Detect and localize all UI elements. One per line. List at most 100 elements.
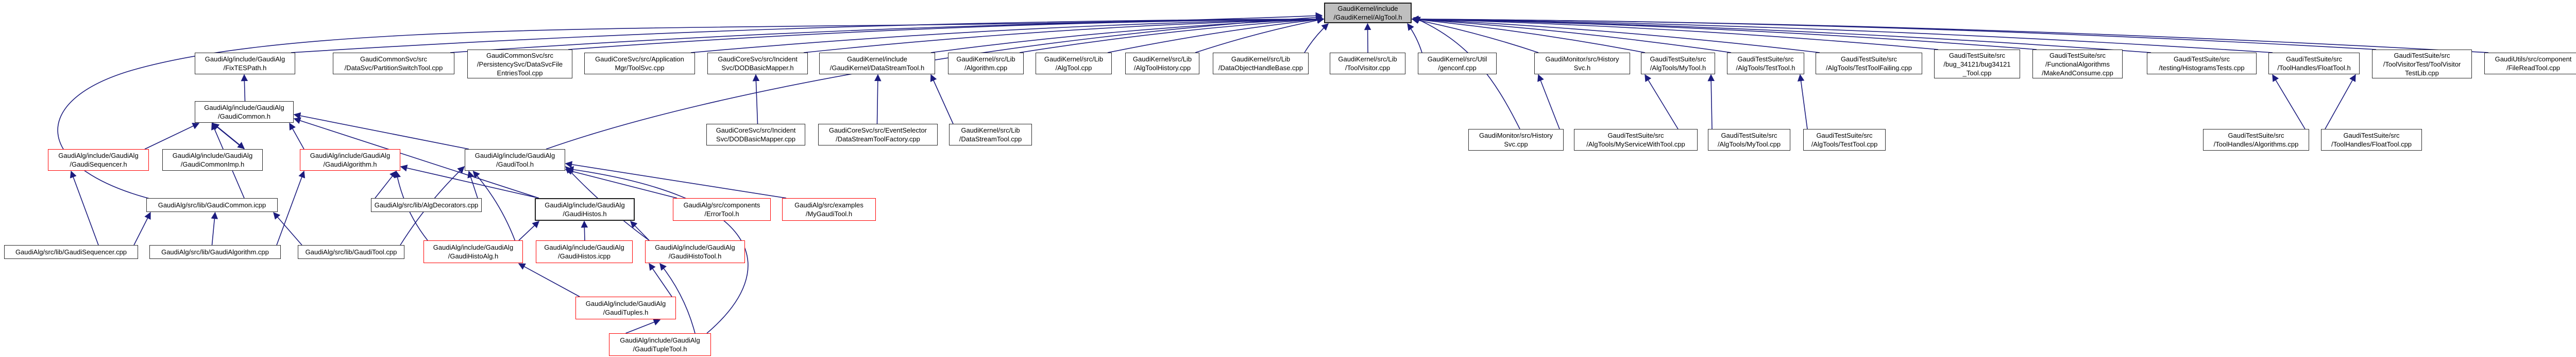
graph-node-toolvisitortestlib_cpp[interactable]: GaudiTestSuite/src/ToolVisitorTest/ToolV… <box>2372 50 2472 78</box>
graph-node-algtool_cpp[interactable]: GaudiKernel/src/Lib/AlgTool.cpp <box>1036 53 1112 74</box>
graph-node-toolvisitor_cpp[interactable]: GaudiKernel/src/Lib/ToolVisitor.cpp <box>1330 53 1405 74</box>
node-label-line: /Algorithm.cpp <box>964 64 1008 72</box>
edge-gaudihistos_icpp--gaudihistos_h <box>581 220 588 241</box>
graph-node-gaudicommonimp_h[interactable]: GaudiAlg/include/GaudiAlg/GaudiCommonImp… <box>162 149 263 171</box>
graph-node-mytool_cpp[interactable]: GaudiTestSuite/src/AlgTools/MyTool.cpp <box>1708 129 1790 151</box>
graph-node-fixtespath_h[interactable]: GaudiAlg/include/GaudiAlg/FixTESPath.h <box>195 53 295 74</box>
edge-gaudisequencer_cpp--gaudisequencer_h <box>70 170 99 246</box>
node-label-line: GaudiKernel/src/Lib <box>1044 55 1104 63</box>
graph-node-mygauditool_h[interactable]: GaudiAlg/src/examples/MyGaudiTool.h <box>782 198 876 221</box>
node-label-line: /FixTESPath.h <box>223 64 267 72</box>
node-label-line: /AlgTools/TestTool.h <box>1736 64 1795 72</box>
node-label-line: GaudiTestSuite/src <box>1840 55 1897 63</box>
edge-dataobjecthandlebase_cpp--algtool_h <box>1304 23 1329 53</box>
graph-node-testtool_cpp[interactable]: GaudiTestSuite/src/AlgTools/TestTool.cpp <box>1803 129 1886 151</box>
graph-node-datastreamtool_h[interactable]: GaudiKernel/include/GaudiKernel/DataStre… <box>819 53 935 74</box>
node-label-line: /AlgToolHistory.cpp <box>1133 64 1191 72</box>
edge-fixtespath_h--algtool_h <box>291 15 1325 53</box>
graph-node-algtool_h[interactable]: GaudiKernel/include/GaudiKernel/AlgTool.… <box>1324 3 1412 23</box>
graph-node-gaudihistos_h[interactable]: GaudiAlg/include/GaudiAlg/GaudiHistos.h <box>535 198 635 221</box>
node-label-line: GaudiAlg/include/GaudiAlg <box>58 152 139 159</box>
graph-node-testtoolfailing_cpp[interactable]: GaudiTestSuite/src/AlgTools/TestToolFail… <box>1816 53 1922 74</box>
edge-gaudialgorithm_h--gaudicommon_h <box>289 122 304 150</box>
graph-node-algdecorators_cpp[interactable]: GaudiAlg/src/lib/AlgDecorators.cpp <box>371 198 482 212</box>
graph-node-bug34121_tool_cpp[interactable]: GaudiTestSuite/src/bug_34121/bug34121_To… <box>1934 50 2020 78</box>
graph-node-gaudihistotool_h[interactable]: GaudiAlg/include/GaudiAlg/GaudiHistoTool… <box>645 240 745 263</box>
graph-node-algorithms_cpp[interactable]: GaudiTestSuite/src/ToolHandles/Algorithm… <box>2203 129 2309 151</box>
graph-node-gaudihistos_icpp[interactable]: GaudiAlg/include/GaudiAlg/GaudiHistos.ic… <box>536 240 633 263</box>
graph-node-gaudihistoalg_h[interactable]: GaudiAlg/include/GaudiAlg/GaudiHistoAlg.… <box>423 240 523 263</box>
node-label-line: /DataStreamTool.cpp <box>959 135 1022 143</box>
graph-node-datasvcfileentriestool_cpp[interactable]: GaudiCommonSvc/src/PersistencySvc/DataSv… <box>467 50 572 78</box>
node-label-line: GaudiTestSuite/src <box>2173 55 2230 63</box>
node-label-line: GaudiAlg/include/GaudiAlg <box>205 55 285 63</box>
node-label-line: GaudiCoreSvc/src/Incident <box>718 55 798 63</box>
node-label-line: /ToolHandles/FloatTool.h <box>2277 64 2351 72</box>
edge-historysvc_cpp--historysvc_h <box>1537 74 1560 129</box>
graph-node-genconf_cpp[interactable]: GaudiKernel/src/Util/genconf.cpp <box>1418 53 1497 74</box>
graph-node-gauditool_h[interactable]: GaudiAlg/include/GaudiAlg/GaudiTool.h <box>465 149 565 171</box>
edge-gaudihistotool_h--gaudihistos_h <box>630 221 650 241</box>
node-label-line: GaudiAlg/include/GaudiAlg <box>655 244 735 251</box>
edge-algtoolhistory_cpp--algtool_h <box>1195 17 1325 53</box>
edge-algorithm_cpp--algtool_h <box>1019 15 1325 53</box>
graph-node-gaudicommon_icpp[interactable]: GaudiAlg/src/lib/GaudiCommon.icpp <box>146 198 278 212</box>
node-label-line: GaudiAlg/src/examples <box>794 201 863 209</box>
graph-node-myservicewithtool_cpp[interactable]: GaudiTestSuite/src/AlgTools/MyServiceWit… <box>1574 129 1698 151</box>
node-label-line: /GaudiTool.h <box>496 160 534 168</box>
edge-gaudihistos_h--gaudialgorithm_h <box>400 165 539 199</box>
node-label-line: /AlgTools/TestToolFailing.cpp <box>1826 64 1912 72</box>
edge-dodbasicmapper_h--algtool_h <box>803 15 1325 53</box>
node-label-line: GaudiAlg/src/lib/GaudiCommon.icpp <box>158 201 266 209</box>
graph-node-gaudisequencer_h[interactable]: GaudiAlg/include/GaudiAlg/GaudiSequencer… <box>48 149 149 171</box>
graph-node-errortool_h[interactable]: GaudiAlg/src/components/ErrorTool.h <box>673 198 771 221</box>
graph-node-gaudialgorithm_cpp[interactable]: GaudiAlg/src/lib/GaudiAlgorithm.cpp <box>149 245 281 259</box>
edge-errortool_h--gauditool_h <box>565 168 677 199</box>
graph-node-floattool_cpp[interactable]: GaudiTestSuite/src/ToolHandles/FloatTool… <box>2321 129 2422 151</box>
edge-datastreamtool_h--algtool_h <box>930 15 1325 53</box>
graph-node-testtool_h[interactable]: GaudiTestSuite/src/AlgTools/TestTool.h <box>1727 53 1804 74</box>
node-label-line: /ToolHandles/Algorithms.cpp <box>2213 140 2299 148</box>
node-label-line: /AlgTool.cpp <box>1055 64 1092 72</box>
edge-gauditupletool_h--gauditool_h <box>566 166 749 334</box>
graph-node-partitionswitchtool_cpp[interactable]: GaudiCommonSvc/src/DataSvc/PartitionSwit… <box>333 53 454 74</box>
node-label-line: GaudiTestSuite/src <box>2343 132 2400 139</box>
node-label-line: GaudiAlg/include/GaudiAlg <box>310 152 391 159</box>
node-label-line: /genconf.cpp <box>1438 64 1477 72</box>
graph-node-histogramstests_cpp[interactable]: GaudiTestSuite/src/testing/HistogramsTes… <box>2147 53 2257 74</box>
graph-node-gauditool_cpp[interactable]: GaudiAlg/src/lib/GaudiTool.cpp <box>298 245 404 259</box>
graph-node-gaudisequencer_cpp[interactable]: GaudiAlg/src/lib/GaudiSequencer.cpp <box>4 245 138 259</box>
node-label-line: GaudiTestSuite/src <box>1816 132 1873 139</box>
edge-datasvcfileentriestool_cpp--algtool_h <box>568 15 1325 50</box>
graph-node-algtoolhistory_cpp[interactable]: GaudiKernel/src/Lib/AlgToolHistory.cpp <box>1125 53 1199 74</box>
graph-node-gaudialgorithm_h[interactable]: GaudiAlg/include/GaudiAlg/GaudiAlgorithm… <box>300 149 400 171</box>
graph-node-floattool_h[interactable]: GaudiTestSuite/src/ToolHandles/FloatTool… <box>2268 53 2360 74</box>
graph-node-dataobjecthandlebase_cpp[interactable]: GaudiKernel/src/Lib/DataObjectHandleBase… <box>1213 53 1309 74</box>
node-label-line: /AlgTools/MyServiceWithTool.cpp <box>1586 140 1685 148</box>
node-label-line: /GaudiCommonImp.h <box>180 160 245 168</box>
graph-node-gauditupletool_h[interactable]: GaudiAlg/include/GaudiAlg/GaudiTupleTool… <box>609 333 711 356</box>
node-label-line: GaudiTestSuite/src <box>2049 51 2106 59</box>
node-label-line: Mgr/ToolSvc.cpp <box>615 64 665 72</box>
graph-node-datastreamtool_cpp[interactable]: GaudiKernel/src/Lib/DataStreamTool.cpp <box>949 124 1032 145</box>
edge-algorithms_cpp--floattool_h <box>2272 74 2306 129</box>
node-label-line: GaudiTestSuite/src <box>1607 132 1664 139</box>
edge-gaudicommon_h--gaudicommonimp_h <box>212 122 245 149</box>
graph-node-gaudicommon_h[interactable]: GaudiAlg/include/GaudiAlg/GaudiCommon.h <box>195 101 294 123</box>
graph-node-gaudituples_h[interactable]: GaudiAlg/include/GaudiAlg/GaudiTuples.h <box>575 297 676 319</box>
graph-node-mytool_h[interactable]: GaudiTestSuite/src/AlgTools/MyTool.h <box>1641 53 1715 74</box>
graph-node-datastreamtoolfactory_cpp[interactable]: GaudiCoreSvc/src/EventSelector/DataStrea… <box>818 124 938 145</box>
node-label-line: GaudiKernel/src/Lib <box>1338 55 1397 63</box>
graph-node-algorithm_cpp[interactable]: GaudiKernel/src/Lib/Algorithm.cpp <box>948 53 1024 74</box>
edge-historysvc_h--algtool_h <box>1411 17 1539 53</box>
node-label-line: GaudiMonitor/src/History <box>1545 55 1619 63</box>
graph-node-makeandconsume_cpp[interactable]: GaudiTestSuite/src/FunctionalAlgorithms/… <box>2032 50 2123 78</box>
node-label-line: GaudiAlg/include/GaudiAlg <box>433 244 514 251</box>
graph-node-filereadtool_cpp[interactable]: GaudiUtils/src/component/FileReadTool.cp… <box>2484 53 2576 74</box>
